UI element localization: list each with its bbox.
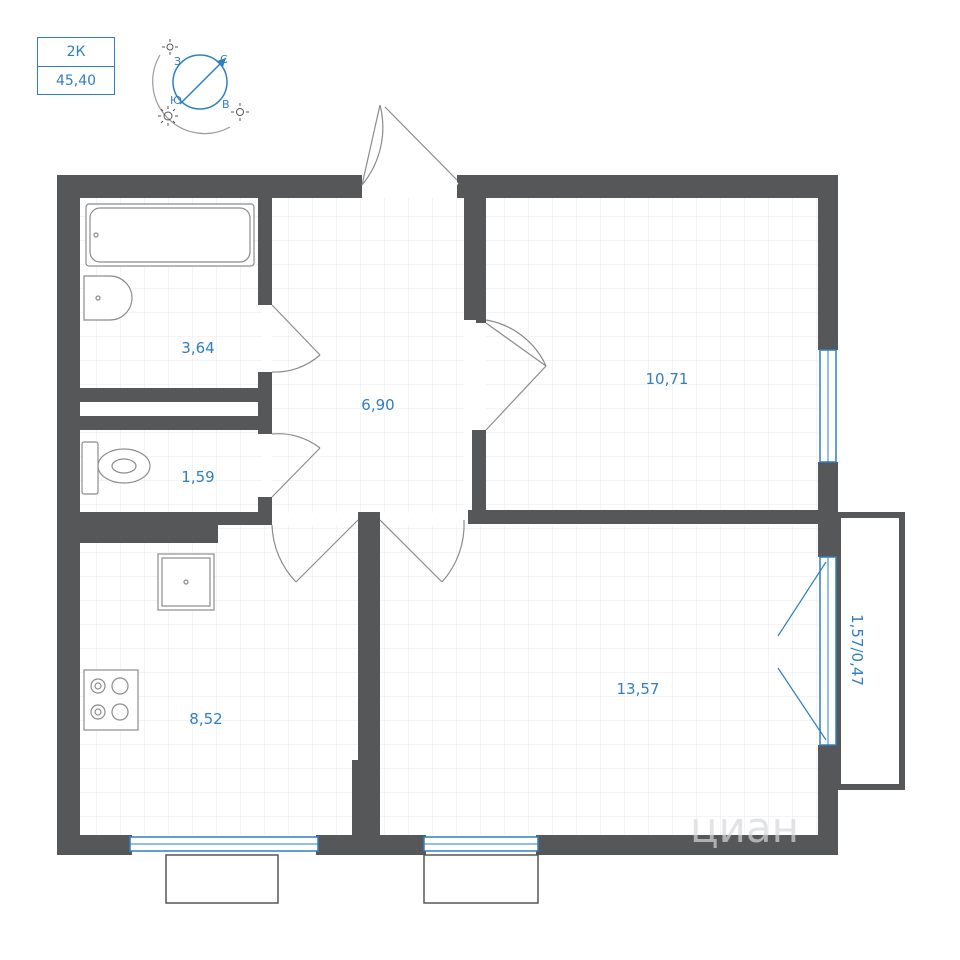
apartment-badge: 2К 45,40 bbox=[37, 37, 115, 95]
area-bathroom: 3,64 bbox=[181, 339, 214, 357]
area-kitchen: 8,52 bbox=[189, 710, 222, 728]
sink-icon bbox=[83, 275, 133, 321]
stove-icon bbox=[83, 669, 139, 731]
compass-west: З bbox=[174, 55, 181, 68]
window-bedroom bbox=[819, 349, 837, 463]
compass-south: Ю bbox=[170, 94, 182, 107]
sun-icon bbox=[231, 103, 249, 121]
area-toilet: 1,59 bbox=[181, 468, 214, 486]
watermark-text: циан bbox=[690, 803, 799, 852]
compass-east: В bbox=[222, 98, 230, 111]
kitchen-sink-icon bbox=[157, 553, 215, 611]
window-kitchen bbox=[129, 836, 319, 904]
balcony-door bbox=[777, 556, 837, 746]
room-count-label: 2К bbox=[66, 44, 86, 60]
windows bbox=[129, 349, 837, 904]
compass-north: С bbox=[220, 53, 228, 66]
total-area-label: 45,40 bbox=[38, 66, 114, 95]
area-balcony: 1,57/0,47 bbox=[848, 614, 866, 686]
area-living-room: 13,57 bbox=[617, 680, 660, 698]
walls bbox=[57, 175, 838, 855]
doors bbox=[271, 102, 547, 583]
compass-icon: С Ю В З bbox=[152, 39, 249, 135]
area-bedroom: 10,71 bbox=[646, 370, 689, 388]
balcony-outline bbox=[835, 512, 905, 790]
toilet-icon bbox=[81, 441, 151, 495]
sun-icon bbox=[158, 106, 178, 126]
sun-icon bbox=[162, 39, 178, 55]
bathtub-icon bbox=[85, 203, 255, 267]
area-hallway: 6,90 bbox=[361, 396, 394, 414]
window-living-room bbox=[423, 836, 539, 904]
fixtures bbox=[81, 203, 255, 731]
